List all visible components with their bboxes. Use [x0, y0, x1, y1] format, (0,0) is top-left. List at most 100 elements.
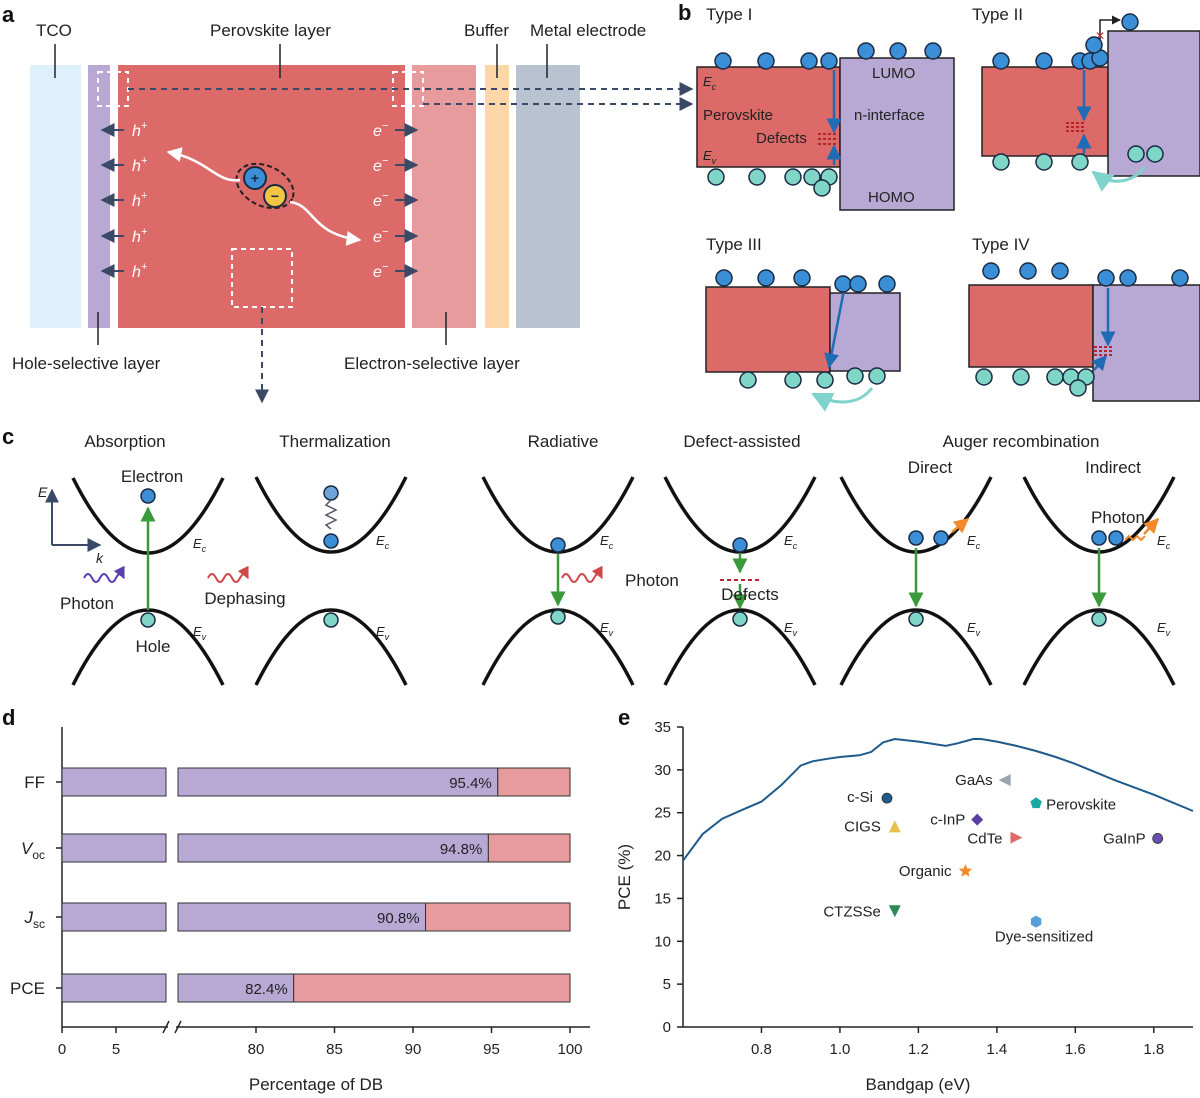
svg-text:Ev: Ev [967, 620, 981, 638]
title-defect-assisted: Defect-assisted [683, 432, 800, 451]
hole-charge: + [141, 261, 148, 273]
label-perovskite-layer: Perovskite layer [210, 21, 331, 40]
point-organic [958, 864, 973, 877]
panel-letter-d: d [2, 705, 15, 730]
hole-symbol: h [132, 264, 141, 281]
electron-symbol: e [373, 123, 382, 140]
photon-label-absorption: Photon [60, 594, 114, 613]
point-label: GaAs [955, 772, 993, 789]
point-c-si [881, 792, 893, 804]
defects-label-c: Defects [721, 585, 779, 604]
bar-remainder [293, 973, 571, 1003]
category-label: Voc [21, 839, 45, 862]
photon-label-radiative: Photon [625, 571, 679, 590]
ev-sub: v [202, 632, 207, 642]
bar-value-label: 82.4% [245, 981, 288, 998]
svg-text:Ev: Ev [376, 624, 390, 642]
y-tick-label: 20 [654, 848, 671, 865]
ec-label: E [784, 533, 793, 548]
axis-break-mark [162, 1020, 170, 1034]
buffer-layer [485, 65, 509, 328]
valence-band-curve [663, 608, 817, 686]
ev-sub: v [712, 156, 717, 166]
category-label: Jsc [24, 908, 46, 931]
ec-label: E [193, 536, 202, 551]
x-tick-label: 0 [58, 1041, 66, 1058]
svg-text:h+: h+ [132, 120, 148, 140]
svg-text:h+: h+ [132, 190, 148, 210]
photon-label-indirect: Photon [1091, 508, 1145, 527]
svg-text:h+: h+ [132, 226, 148, 246]
ec-sub: c [976, 541, 981, 551]
bar-segment-left [61, 833, 167, 863]
svg-text:Ev: Ev [193, 624, 207, 642]
panel-letter-e: e [618, 705, 630, 730]
type-4-title: Type IV [972, 235, 1030, 254]
sq-limit-curve [682, 737, 1194, 862]
x-tick-label: 1.8 [1143, 1041, 1164, 1058]
point-cdte [1010, 831, 1023, 844]
label-tco: TCO [36, 21, 72, 40]
homo-label: HOMO [868, 189, 915, 206]
x-tick-label: 0.8 [751, 1041, 772, 1058]
ev-label: E [193, 624, 202, 639]
electron-selective-layer [412, 65, 476, 328]
x-tick-label: 1.6 [1065, 1041, 1086, 1058]
type-2-diagram: ✕ [981, 13, 1200, 192]
electron-symbol: e [373, 158, 382, 175]
x-tick-label: 5 [112, 1041, 120, 1058]
point-c-inp [971, 813, 984, 826]
ev-sub: v [793, 628, 798, 638]
point-label: Perovskite [1046, 796, 1116, 813]
x-tick-label: 100 [557, 1041, 582, 1058]
type-1-title: Type I [706, 5, 752, 24]
exciton-hole-sign: + [251, 170, 259, 186]
point-gaas [998, 774, 1011, 787]
x-axis-title: Percentage of DB [249, 1075, 383, 1094]
title-radiative: Radiative [528, 432, 599, 451]
point-cigs [888, 820, 901, 833]
y-tick-label: 15 [654, 890, 671, 907]
panel-c: c Absorption Thermalization Radiative De… [2, 424, 1176, 686]
svg-text:Ec: Ec [703, 74, 717, 92]
title-thermalization: Thermalization [279, 432, 391, 451]
x-tick-label: 80 [248, 1041, 265, 1058]
electron-symbol: e [373, 193, 382, 210]
bar-value [177, 902, 427, 932]
bar-segment-left [61, 767, 167, 797]
n-interface-label: n-interface [854, 107, 925, 124]
x-tick-label: 1.4 [986, 1041, 1007, 1058]
type-3-title: Type III [706, 235, 762, 254]
title-absorption: Absorption [84, 432, 165, 451]
panel-letter-a: a [2, 2, 15, 27]
y-tick-label: 0 [663, 1019, 671, 1036]
ec-sub: c [202, 544, 207, 554]
y-tick-label: 30 [654, 762, 671, 779]
valence-band-curve [71, 608, 225, 686]
svg-text:e−: e− [373, 120, 389, 140]
svg-text:e−: e− [373, 226, 389, 246]
ec-label: E [376, 533, 385, 548]
ev-label: E [784, 620, 793, 635]
point-label: Organic [899, 863, 952, 880]
point-label: CTZSSe [823, 903, 881, 920]
point-gainp [1152, 833, 1164, 844]
type-4-diagram [968, 262, 1200, 402]
x-tick-label: 95 [483, 1041, 500, 1058]
svg-text:Ev: Ev [600, 620, 614, 638]
x-tick-label: 90 [405, 1041, 422, 1058]
point-label: Dye-sensitized [995, 929, 1093, 946]
hole-selective-layer [88, 65, 110, 328]
lumo-label: LUMO [872, 65, 915, 82]
svg-text:Ev: Ev [1157, 620, 1171, 638]
svg-text:Ec: Ec [1157, 533, 1171, 551]
point-ctzsse [888, 905, 901, 918]
panel-letter-b: b [678, 0, 691, 25]
electron-arrows: e− e− e− e− e− [373, 120, 419, 281]
svg-text:h+: h+ [132, 261, 148, 281]
axis-break-mark [174, 1020, 182, 1034]
electron-label: Electron [121, 467, 183, 486]
electron-charge: − [382, 155, 389, 167]
